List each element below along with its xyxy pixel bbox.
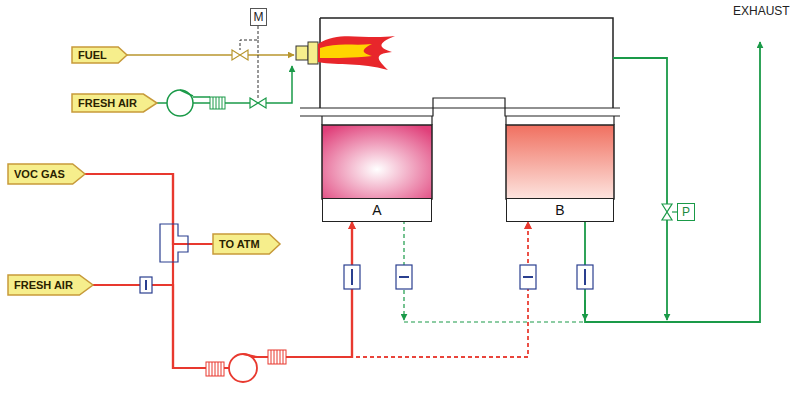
- exhaust-label: EXHAUST: [733, 4, 790, 18]
- fuel-tag: FUEL: [72, 47, 127, 63]
- flow-line: [93, 222, 528, 368]
- node-text: M: [254, 10, 264, 24]
- bed-a-box: A: [322, 198, 432, 222]
- bed-b-box: B: [506, 198, 614, 222]
- to-atm-tag: TO ATM: [213, 234, 280, 254]
- node-text: P: [682, 205, 690, 219]
- flow-line: [93, 222, 352, 368]
- valve-actuator-box: P: [677, 203, 695, 221]
- fresh-air-tag: FRESH AIR: [8, 275, 93, 295]
- fresh-air-tag: FRESH AIR: [72, 94, 157, 112]
- flow-line: [85, 174, 352, 368]
- node-text: FRESH AIR: [72, 97, 137, 109]
- node-text: VOC GAS: [8, 168, 65, 180]
- node-text: FRESH AIR: [8, 279, 73, 291]
- flow-line: [85, 174, 213, 244]
- flow-line: [85, 174, 528, 368]
- node-text: B: [555, 202, 564, 218]
- actuator-box: M: [250, 8, 267, 26]
- node-text: A: [372, 202, 381, 218]
- voc-gas-tag: VOC GAS: [8, 164, 85, 184]
- node-text: FUEL: [72, 49, 107, 61]
- node-text: TO ATM: [213, 238, 260, 250]
